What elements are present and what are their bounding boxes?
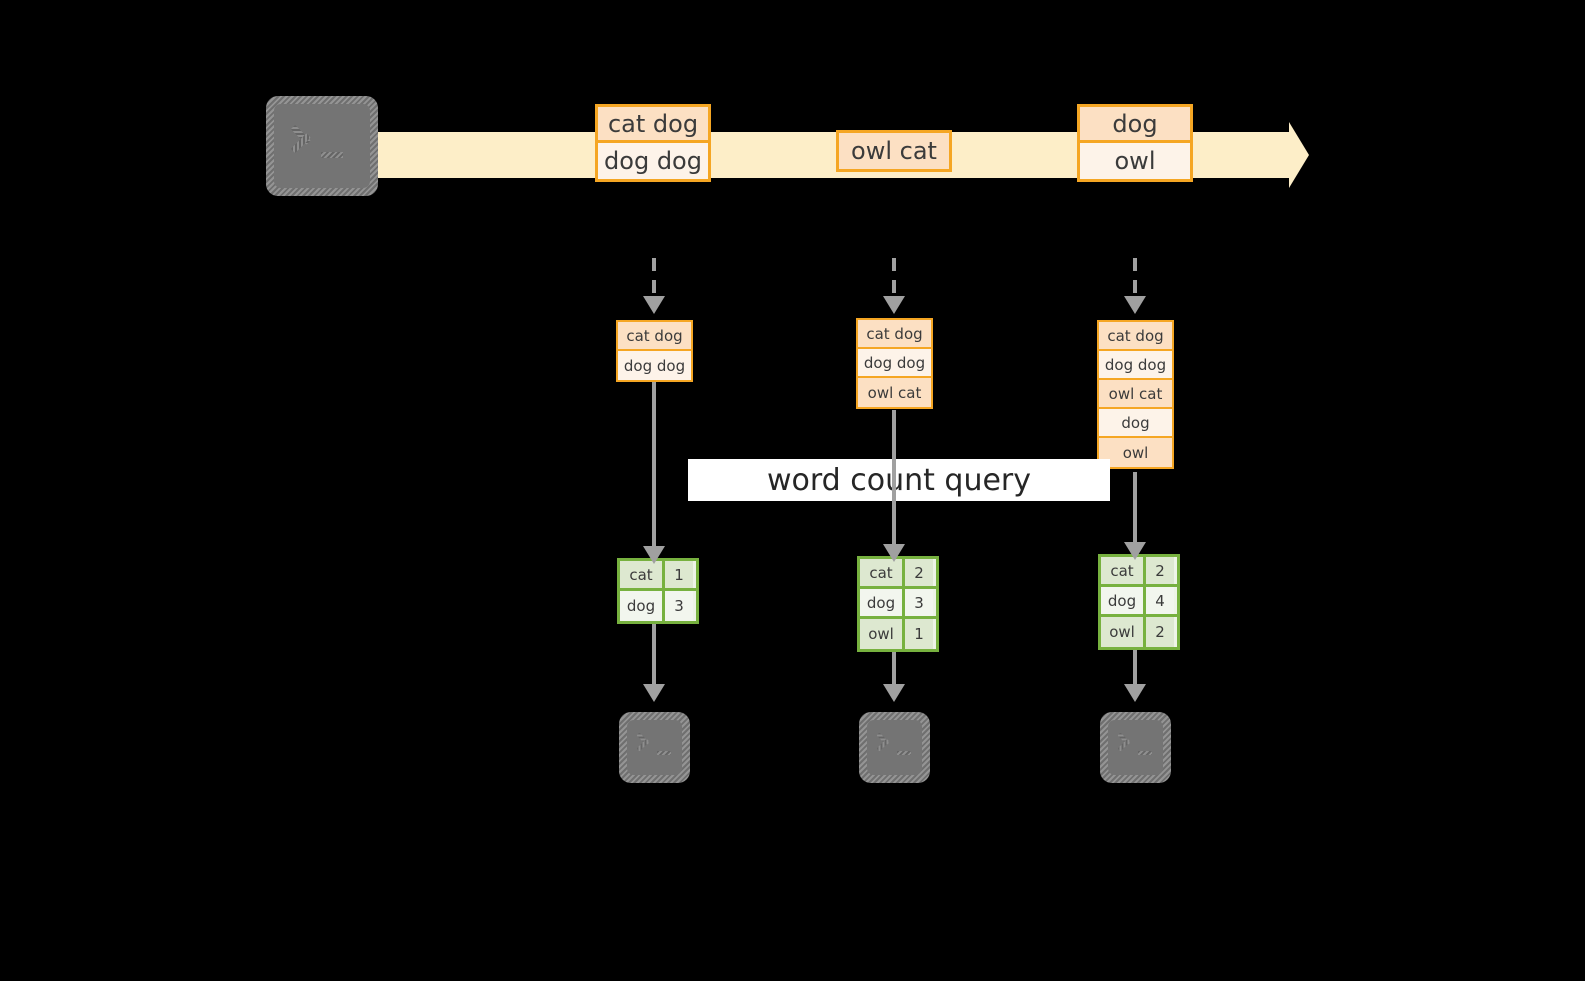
stream-arrowhead [1289,122,1309,188]
result-count: 1 [665,561,693,588]
result-count: 4 [1146,587,1174,614]
result-word: dog [620,591,665,621]
sink-terminal-icon-3[interactable] [1100,712,1171,783]
terminal-screen [274,104,370,188]
query-arrow-1 [652,382,656,554]
result-word: owl [1101,617,1146,647]
query-result-1[interactable]: cat 1 dog 3 [617,558,699,624]
state-event: cat dog [858,320,931,349]
result-word: dog [860,589,905,616]
snapshot-trigger-arrowhead-1 [643,296,665,314]
sink-arrow-1 [652,624,656,686]
stream-event: dog dog [598,143,708,179]
source-terminal-icon[interactable] [266,96,378,196]
table-row: dog 4 [1101,587,1177,617]
table-row: cat 2 [1101,557,1177,587]
state-event: dog dog [1099,351,1172,380]
query-banner: word count query [688,459,1110,501]
result-word: owl [860,619,905,649]
query-arrowhead-3 [1124,542,1146,560]
table-row: cat 2 [860,559,936,589]
state-event: owl [1099,438,1172,467]
snapshot-trigger-arrow-3 [1133,258,1137,296]
query-arrowhead-2 [883,544,905,562]
sink-arrow-2 [892,652,896,686]
result-word: cat [620,561,665,588]
query-arrow-3 [1133,472,1137,550]
snapshot-state-2[interactable]: cat dog dog dog owl cat [856,318,933,409]
terminal-prompt-chevron-lower [636,738,650,752]
table-row: owl 2 [1101,617,1177,647]
result-count: 2 [1146,617,1174,647]
terminal-prompt-cursor [1138,751,1152,755]
query-arrowhead-1 [643,546,665,564]
stream-event: cat dog [598,107,708,143]
query-banner-label: word count query [766,462,1032,498]
result-word: cat [860,559,905,586]
snapshot-state-3[interactable]: cat dog dog dog owl cat dog owl [1097,320,1174,469]
snapshot-trigger-arrow-1 [652,258,656,296]
query-result-2[interactable]: cat 2 dog 3 owl 1 [857,556,939,652]
result-word: dog [1101,587,1146,614]
state-event: owl cat [1099,380,1172,409]
terminal-prompt-chevron-lower [1117,738,1131,752]
sink-arrowhead-1 [643,684,665,702]
sink-terminal-icon-1[interactable] [619,712,690,783]
state-event: cat dog [1099,322,1172,351]
table-row: dog 3 [860,589,936,619]
stream-event: dog [1080,107,1190,143]
sink-arrow-3 [1133,650,1137,686]
result-count: 2 [1146,557,1174,584]
state-event: owl cat [858,378,931,407]
sink-arrowhead-2 [883,684,905,702]
table-row: dog 3 [620,591,696,621]
terminal-prompt-cursor [897,751,911,755]
result-word: cat [1101,557,1146,584]
terminal-screen [867,720,922,775]
table-row: owl 1 [860,619,936,649]
terminal-prompt-chevron-lower [876,738,890,752]
stream-event-group-3[interactable]: dog owl [1077,104,1193,182]
snapshot-trigger-arrowhead-3 [1124,296,1146,314]
table-row: cat 1 [620,561,696,591]
state-event: cat dog [618,322,691,351]
stream-event-group-1[interactable]: cat dog dog dog [595,104,711,182]
stream-event-group-2[interactable]: owl cat [836,130,952,172]
snapshot-trigger-arrow-2 [892,258,896,296]
state-event: dog dog [618,351,691,380]
terminal-screen [1108,720,1163,775]
result-count: 3 [905,589,933,616]
state-event: dog [1099,409,1172,438]
terminal-prompt-cursor [321,152,343,158]
sink-terminal-icon-2[interactable] [859,712,930,783]
result-count: 3 [665,591,693,621]
sink-arrowhead-3 [1124,684,1146,702]
stream-event: owl [1080,143,1190,179]
query-result-3[interactable]: cat 2 dog 4 owl 2 [1098,554,1180,650]
snapshot-state-1[interactable]: cat dog dog dog [616,320,693,382]
snapshot-trigger-arrowhead-2 [883,296,905,314]
result-count: 1 [905,619,933,649]
state-event: dog dog [858,349,931,378]
stream-event: owl cat [839,133,949,169]
query-arrow-2 [892,410,896,552]
terminal-screen [627,720,682,775]
result-count: 2 [905,559,933,586]
terminal-prompt-cursor [657,751,671,755]
